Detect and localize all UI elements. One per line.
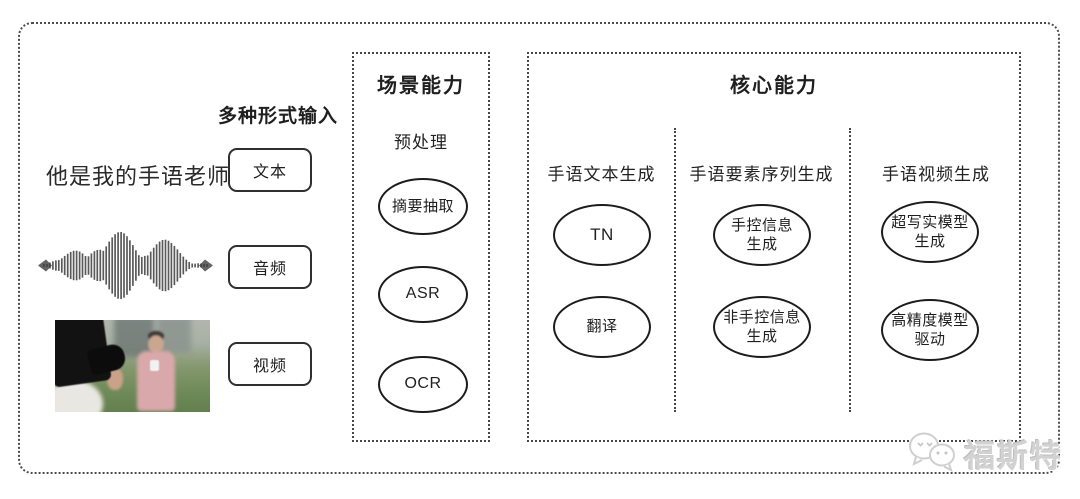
example-sentence-text: 他是我的手语老师 bbox=[46, 164, 231, 189]
column-divider bbox=[674, 128, 676, 412]
watermark-text: 福斯特 bbox=[964, 438, 1063, 474]
outer-dotted-frame bbox=[18, 22, 1060, 474]
node-translation: 翻译 bbox=[553, 296, 651, 358]
node-high-precision-model-driving: 高精度模型 驱动 bbox=[881, 299, 979, 361]
wechat-chat-bubbles-icon bbox=[906, 429, 960, 478]
scene-capability-panel: 场景能力 预处理 摘要抽取 ASR OCR bbox=[352, 52, 490, 442]
input-box-audio-label: 音频 bbox=[252, 261, 287, 278]
node-tn: TN bbox=[553, 204, 651, 266]
input-box-video-label: 视频 bbox=[252, 358, 287, 375]
core-capability-panel: 核心能力 手语文本生成 手语要素序列生成 手语视频生成 TN 翻译 手控信息 生… bbox=[527, 52, 1021, 442]
core-panel-title: 核心能力 bbox=[730, 75, 818, 97]
column-divider bbox=[849, 128, 851, 412]
scene-panel-title: 场景能力 bbox=[377, 75, 465, 97]
node-asr: ASR bbox=[378, 266, 468, 323]
column-header-sl-element-sequence: 手语要素序列生成 bbox=[689, 165, 834, 184]
input-section-label: 多种形式输入 bbox=[218, 106, 339, 127]
node-non-manual-info-generation: 非手控信息 生成 bbox=[713, 296, 811, 358]
input-box-video: 视频 bbox=[228, 342, 312, 386]
node-hyperreal-model-generation: 超写实模型 生成 bbox=[881, 201, 979, 263]
camera-filming-reporter-photo bbox=[55, 320, 210, 412]
input-box-text: 文本 bbox=[228, 148, 312, 192]
watermark: 福斯特 bbox=[906, 430, 1066, 476]
node-ocr: OCR bbox=[378, 356, 468, 413]
column-header-sl-text-generation: 手语文本生成 bbox=[547, 165, 656, 184]
preprocess-label: 预处理 bbox=[394, 133, 448, 152]
node-manual-info-generation: 手控信息 生成 bbox=[713, 204, 811, 266]
node-summary-extraction: 摘要抽取 bbox=[378, 178, 468, 235]
audio-waveform-graphic bbox=[38, 228, 213, 303]
input-box-audio: 音频 bbox=[228, 245, 312, 289]
input-box-text-label: 文本 bbox=[252, 164, 287, 181]
column-header-sl-video-generation: 手语视频生成 bbox=[882, 165, 990, 184]
